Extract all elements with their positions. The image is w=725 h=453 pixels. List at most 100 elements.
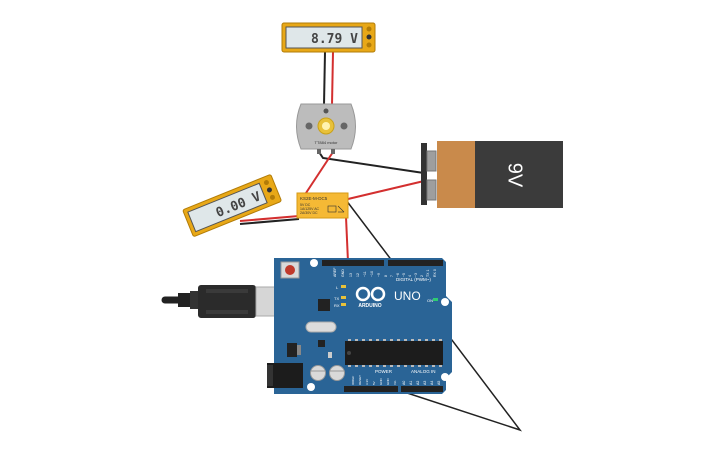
digital-label: DIGITAL (PWM~) [396, 277, 431, 282]
multimeter-left-knob-3 [269, 194, 275, 200]
battery-copper-cap [437, 141, 476, 208]
power-pin-gnd2: GND [386, 378, 390, 386]
motor-mount-hole-left [305, 122, 313, 130]
multimeter-left[interactable]: 0.00 V [182, 174, 282, 237]
multimeter-top-knob-1 [366, 26, 372, 32]
mount-hole [441, 298, 449, 306]
on-led [433, 298, 438, 301]
power-pin-ioref: IOREF [351, 376, 355, 385]
wire-relay-meter-left-black[interactable] [239, 218, 300, 225]
pin-4-label: 4 [408, 275, 412, 277]
analog-pin-a5: A5 [437, 381, 441, 385]
analog-pin-a4: A4 [430, 381, 434, 385]
relay-line1: 5V DC [300, 203, 311, 207]
multimeter-top-knob-2 [366, 34, 372, 40]
analog-pin-a0: A0 [402, 381, 406, 385]
relay-line3: 2A/30V DC [300, 211, 318, 215]
led-rx [341, 303, 346, 306]
crystal [305, 321, 337, 333]
led-tx [341, 296, 346, 299]
pin-6-label: ~6 [396, 273, 400, 277]
arduino-model: UNO [394, 289, 421, 303]
arduino-brand: ARDUINO [358, 303, 381, 309]
battery-terminal-plate [421, 143, 427, 205]
relay[interactable]: KS2E-M-DC5 5V DC 1A/125V AC 2A/30V DC [296, 192, 349, 219]
pin-12-label: 12 [356, 273, 360, 277]
battery-terminal-bottom [426, 179, 437, 201]
pin-tx1-label: TX 1 [426, 270, 430, 277]
battery-body [475, 141, 563, 208]
wire-meter-top-red[interactable] [331, 51, 334, 106]
wire-meter-top-black[interactable] [323, 51, 326, 106]
mount-hole [307, 383, 315, 391]
led-l-label: L [336, 285, 339, 290]
regulator-tab [297, 345, 301, 355]
pin-10-label: ~10 [370, 271, 374, 277]
analog-pin-a2: A2 [416, 381, 420, 385]
power-pin-gnd1: GND [379, 378, 383, 386]
digital-header-right[interactable] [388, 260, 443, 266]
led-tx-label: TX [334, 296, 339, 301]
regulator [287, 343, 297, 357]
wire-relay-arduino-red[interactable] [345, 216, 349, 263]
pin-7-label: 7 [390, 275, 394, 277]
multimeter-top-reading: 8.79 V [311, 32, 358, 47]
power-pin-reset: RESET [358, 375, 362, 385]
pin-11-label: ~11 [363, 271, 367, 277]
wire-relay-meter-left-red[interactable] [239, 215, 300, 222]
analog-header[interactable] [401, 386, 443, 392]
wire-motor-relay-red[interactable] [303, 151, 334, 197]
small-chip [318, 340, 325, 347]
power-label: POWER [375, 369, 393, 374]
led-l [341, 285, 346, 288]
pin-13-label: 13 [349, 273, 353, 277]
multimeter-top-screen [285, 26, 363, 49]
usb-chip [318, 299, 330, 311]
analog-pin-a3: A3 [423, 381, 427, 385]
battery-label: 9V [504, 163, 526, 188]
power-pin-3v3: 3.3V [365, 379, 369, 385]
pin-gnd-label: GND [341, 269, 345, 277]
multimeter-top[interactable]: 8.79 V [281, 22, 376, 53]
multimeter-left-knob-2 [266, 187, 272, 193]
motor-mount-hole-right [340, 122, 348, 130]
small-component [328, 352, 332, 358]
led-rx-label: RX [334, 303, 340, 308]
wire-motor-battery-black[interactable] [318, 151, 425, 174]
digital-header-left[interactable] [322, 260, 384, 266]
pin-3-label: ~3 [414, 273, 418, 277]
mount-hole [310, 259, 318, 267]
arduino-logo-icon [355, 286, 386, 302]
pin-5-label: ~5 [402, 273, 406, 277]
analog-label: ANALOG IN [411, 369, 436, 374]
multimeter-left-knob-1 [263, 180, 269, 186]
battery-terminal-top [426, 150, 437, 172]
mount-hole [441, 373, 449, 381]
dc-motor[interactable]: TT884 motor [296, 103, 356, 154]
battery-9v[interactable]: 9V [421, 141, 563, 208]
relay-title: KS2E-M-DC5 [300, 196, 328, 201]
pin-8-label: 8 [384, 275, 388, 277]
capacitor-2 [329, 365, 345, 381]
motor-terminal-top [323, 108, 329, 114]
power-pin-vin: Vin [393, 380, 397, 385]
analog-pin-a1: A1 [409, 381, 413, 385]
motor-label: TT884 motor [315, 140, 339, 145]
pin-2-label: 2 [420, 275, 424, 277]
usb-connector-body [198, 285, 256, 318]
relay-line2: 1A/125V AC [300, 207, 320, 211]
relay-schematic-icon [327, 205, 345, 213]
multimeter-top-knob-3 [366, 42, 372, 48]
pin-rx0-label: RX 0 [433, 269, 437, 277]
atmega-chip [345, 339, 443, 367]
pin-aref-label: AREF [333, 268, 337, 277]
power-header[interactable] [344, 386, 398, 392]
multimeter-left-screen [187, 182, 268, 233]
capacitor-1 [310, 365, 326, 381]
arduino-uno-board[interactable]: AREF GND 13 12 ~11 ~10 ~9 8 7 ~6 ~5 4 ~3… [267, 258, 452, 394]
wires [239, 51, 523, 432]
pin-9-label: ~9 [377, 273, 381, 277]
power-pin-5v: 5V [372, 381, 376, 385]
wire-battery-relay-red[interactable] [347, 180, 425, 200]
